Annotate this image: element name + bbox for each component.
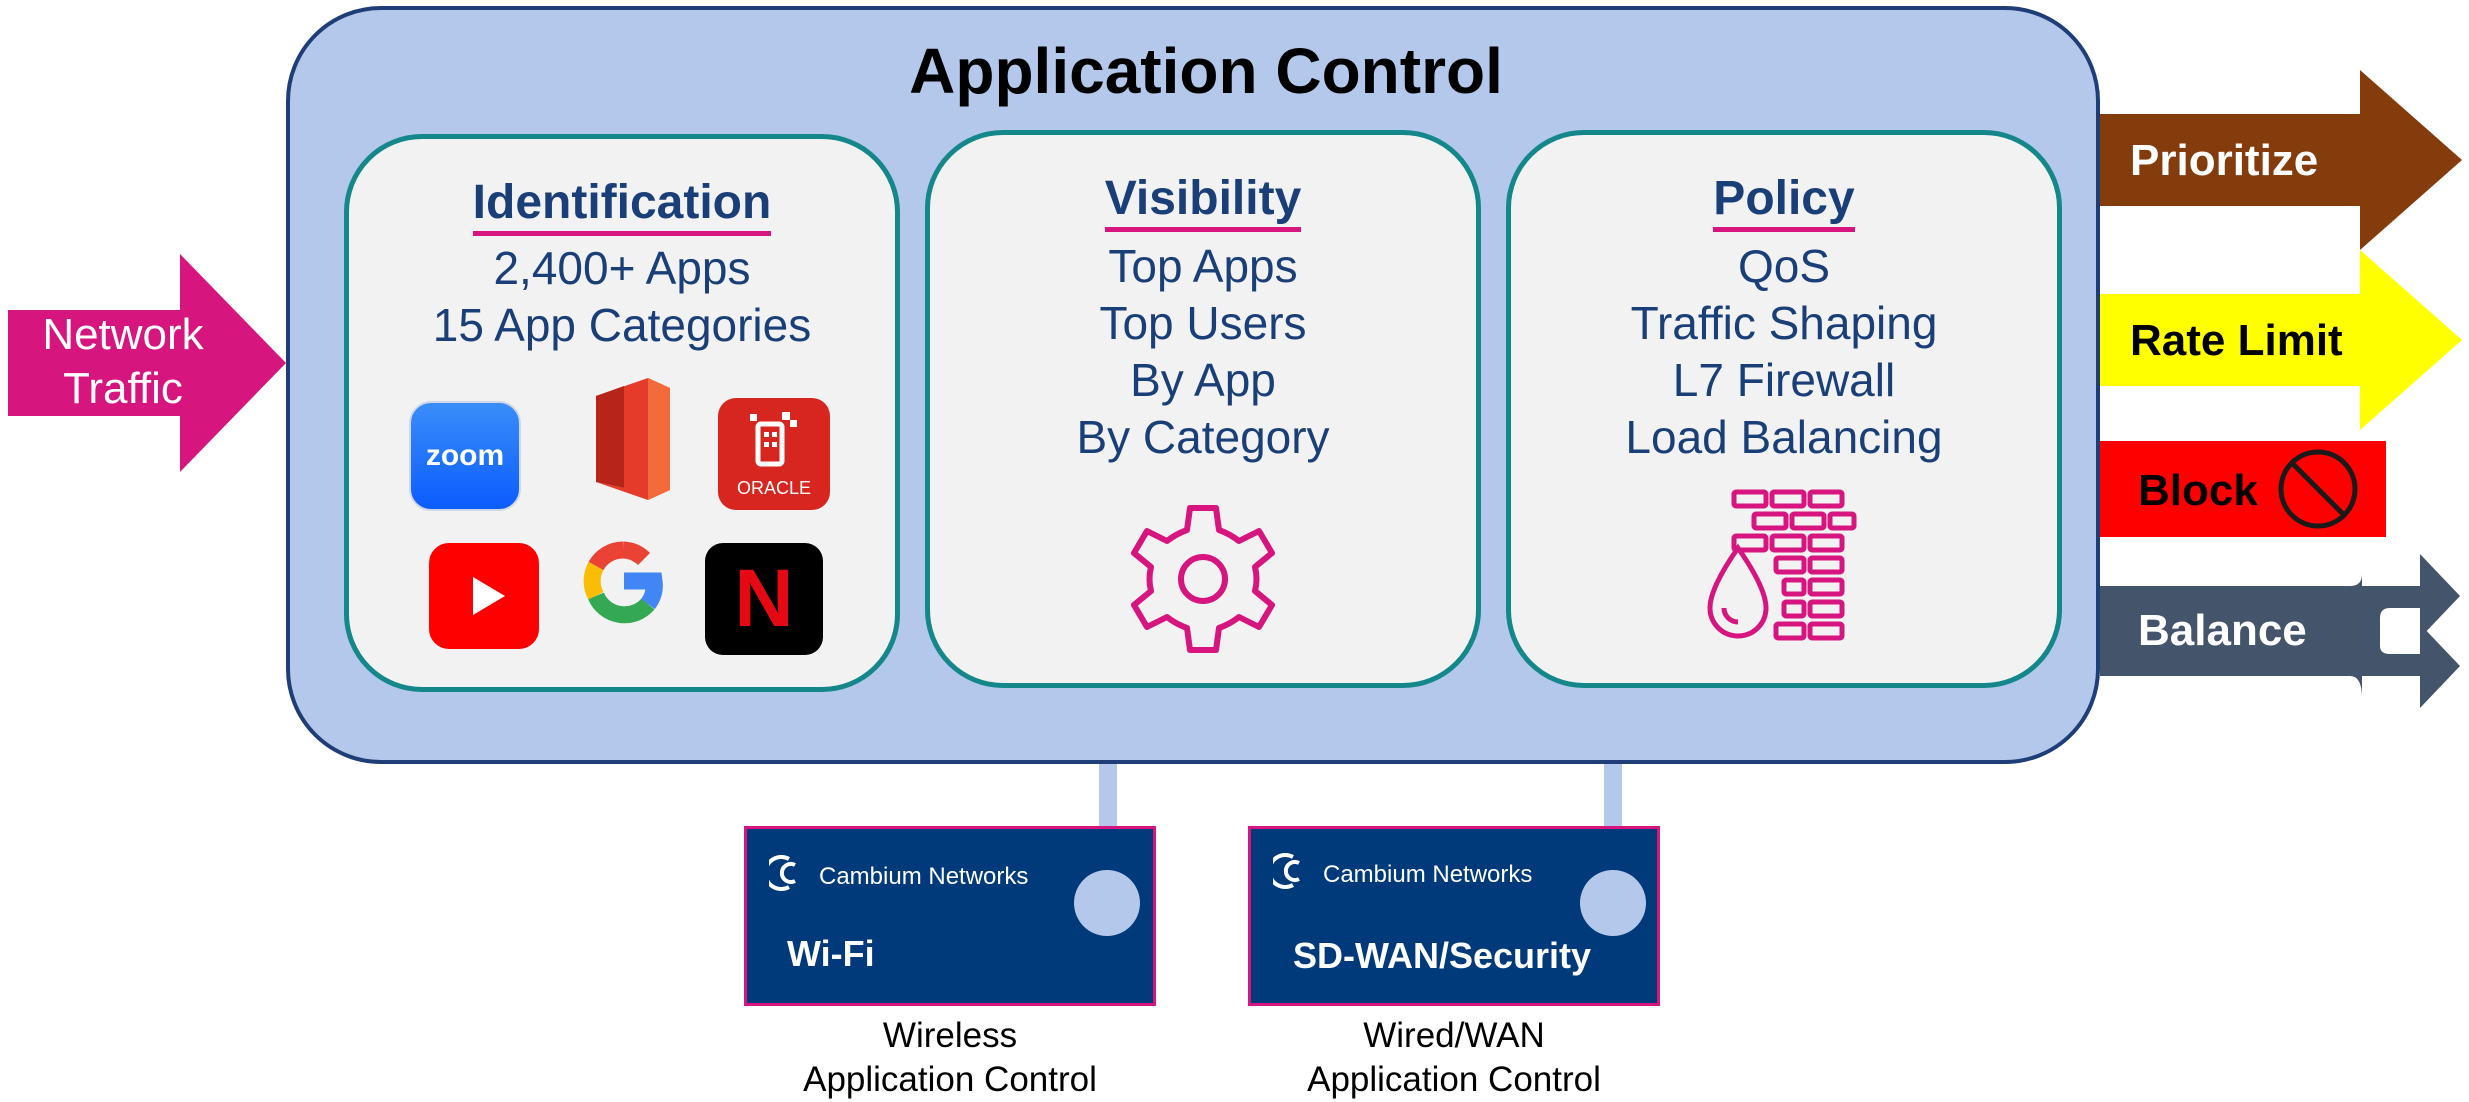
network-traffic-label: Network Traffic [42,310,204,413]
balance-arrow [2100,554,2460,708]
oracle-icon: ORACLE [718,398,830,510]
visibility-line: By App [1130,354,1276,406]
prioritize-label: Prioritize [2130,136,2319,185]
visibility-heading: Visibility [930,171,1476,232]
wifi-connector-dot [1074,870,1140,936]
firewall-icon [1707,489,1857,641]
policy-line: QoS [1737,240,1831,292]
prioritize-arrow [2100,70,2462,250]
cambium-logo-icon [769,855,796,891]
policy-heading: Policy [1511,171,2057,232]
google-icon [583,541,663,624]
wifi-label: Wi-Fi [787,933,875,974]
netflix-icon: N [705,543,823,655]
sdwan-product-box: Cambium Networks SD-WAN/Security [1248,826,1660,1006]
policy-lines: QoS Traffic Shaping L7 Firewall Load Bal… [1511,238,2057,466]
rate-limit-label: Rate Limit [2130,316,2343,365]
identification-line: 2,400+ Apps [493,242,751,294]
cambium-brand-text: Cambium Networks [1323,861,1533,888]
identification-line: 15 App Categories [432,299,812,351]
policy-line: Load Balancing [1625,411,1943,463]
policy-line: Traffic Shaping [1630,297,1938,349]
prohibited-icon [2278,449,2358,529]
balance-label: Balance [2138,606,2307,655]
visibility-line: Top Users [1099,297,1307,349]
office-icon [596,378,670,500]
visibility-panel: Visibility Top Apps Top Users By App By … [925,130,1481,688]
sdwan-caption: Wired/WAN Application Control [1307,1016,1601,1099]
wifi-caption: Wireless Application Control [803,1016,1097,1099]
visibility-lines: Top Apps Top Users By App By Category [930,238,1476,466]
youtube-icon [429,543,539,649]
sdwan-connector-dot [1580,870,1646,936]
diagram-title: Application Control [909,35,1503,107]
sdwan-label: SD-WAN/Security [1293,935,1592,976]
visibility-line: By Category [1076,411,1330,463]
rate-limit-arrow [2100,250,2462,430]
cambium-brand-text: Cambium Networks [819,863,1029,890]
visibility-line: Top Apps [1108,240,1298,292]
identification-lines: 2,400+ Apps 15 App Categories [349,240,895,354]
identification-heading: Identification [349,175,895,236]
policy-line: L7 Firewall [1672,354,1896,406]
network-traffic-arrow [8,254,286,472]
zoom-icon: zoom [409,401,521,511]
block-label: Block [2138,466,2258,515]
cambium-logo-icon [1273,853,1300,889]
gear-icon [1131,505,1275,653]
